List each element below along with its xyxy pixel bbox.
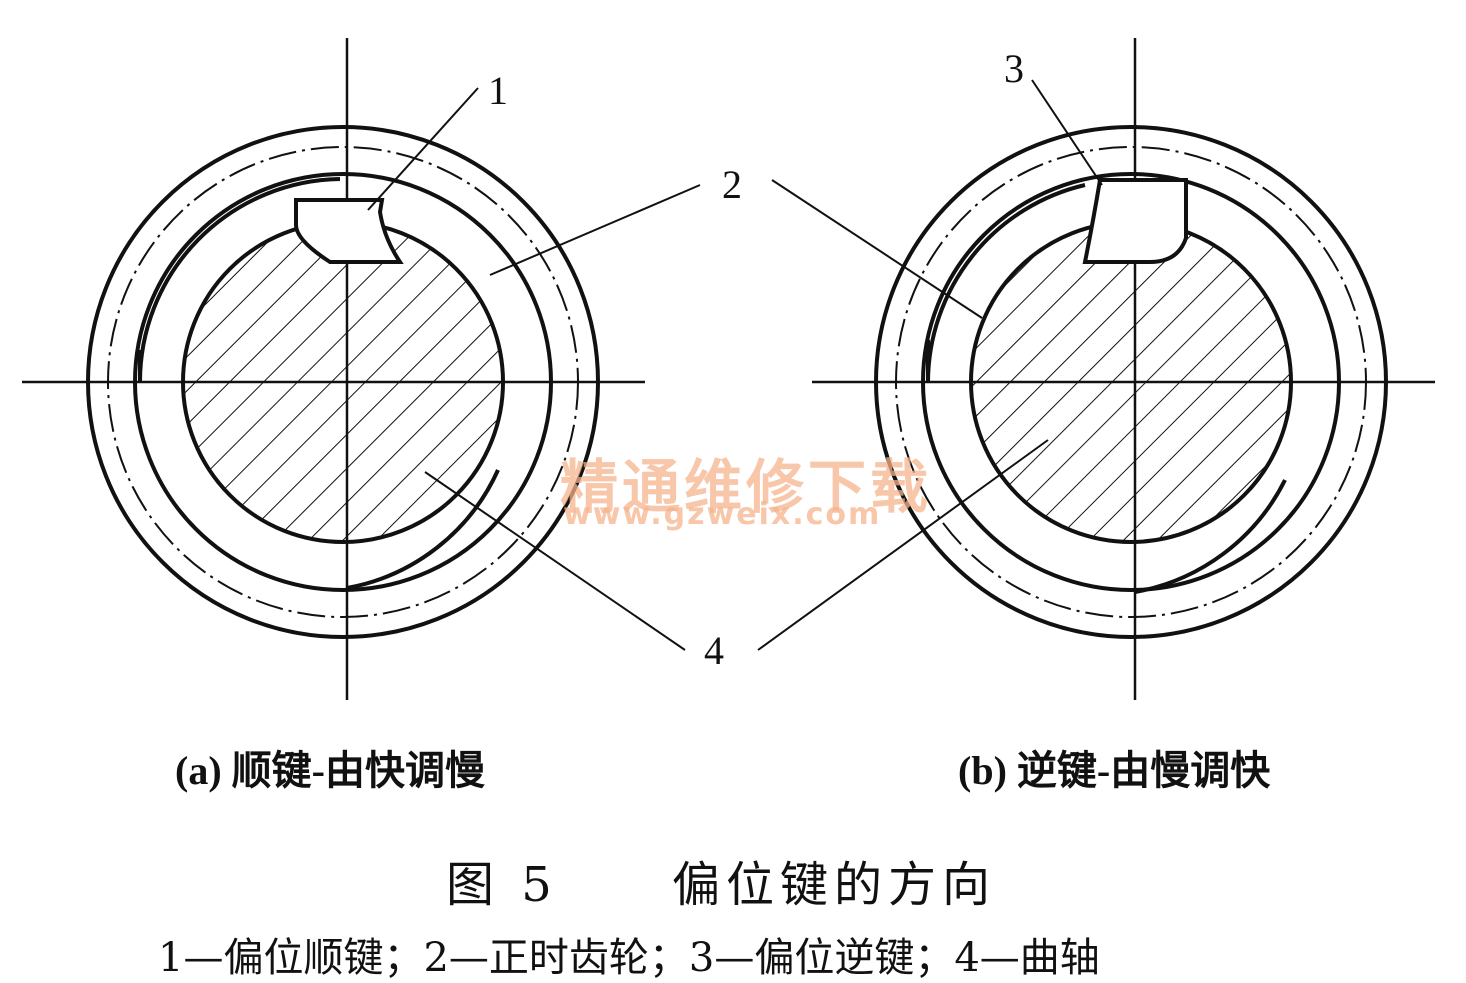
figure-title: 偏位键的方向 (672, 857, 997, 913)
groove-arc-a (138, 177, 341, 383)
groove-arc-lower-b (1134, 479, 1287, 594)
callout-3: 3 (1004, 46, 1024, 91)
diagram-a (22, 38, 701, 700)
offset-forward-key (294, 198, 404, 264)
callout-4: 4 (704, 628, 724, 673)
crankshaft-section-b (971, 222, 1291, 542)
gear-outer-ring-b (874, 125, 1388, 639)
leader-line-3 (1031, 79, 1103, 186)
watermark-text: 精通维修下载 (560, 453, 933, 521)
gear-pitch-circle-b (895, 146, 1367, 618)
caption-b: (b) 逆键-由慢调快 (958, 748, 1271, 793)
leader-line-1 (367, 87, 479, 211)
diagram-b (757, 38, 1435, 700)
figure-legend: 1—偏位顺键；2—正时齿轮；3—偏位逆键；4—曲轴 (158, 935, 1100, 981)
callout-2: 2 (722, 162, 742, 207)
groove-arc-b (926, 183, 1086, 383)
gear-bore-a (133, 172, 553, 592)
watermark-url: www.gzweix.com (563, 497, 882, 532)
caption-a: (a) 顺键-由快调慢 (175, 748, 485, 793)
leader-line-2a (489, 184, 701, 276)
callout-1: 1 (488, 68, 508, 113)
gear-bore-b (921, 172, 1341, 592)
leader-line-4b (757, 439, 1049, 651)
groove-arc-lower-a (346, 469, 500, 590)
offset-reverse-key (1082, 178, 1188, 264)
leader-line-2b (771, 179, 983, 319)
figure-number: 图 5 (446, 857, 558, 913)
leader-line-4a (424, 471, 686, 651)
gear-pitch-circle-a (107, 146, 579, 618)
crankshaft-section-a (183, 222, 503, 542)
gear-outer-ring-a (86, 125, 600, 639)
